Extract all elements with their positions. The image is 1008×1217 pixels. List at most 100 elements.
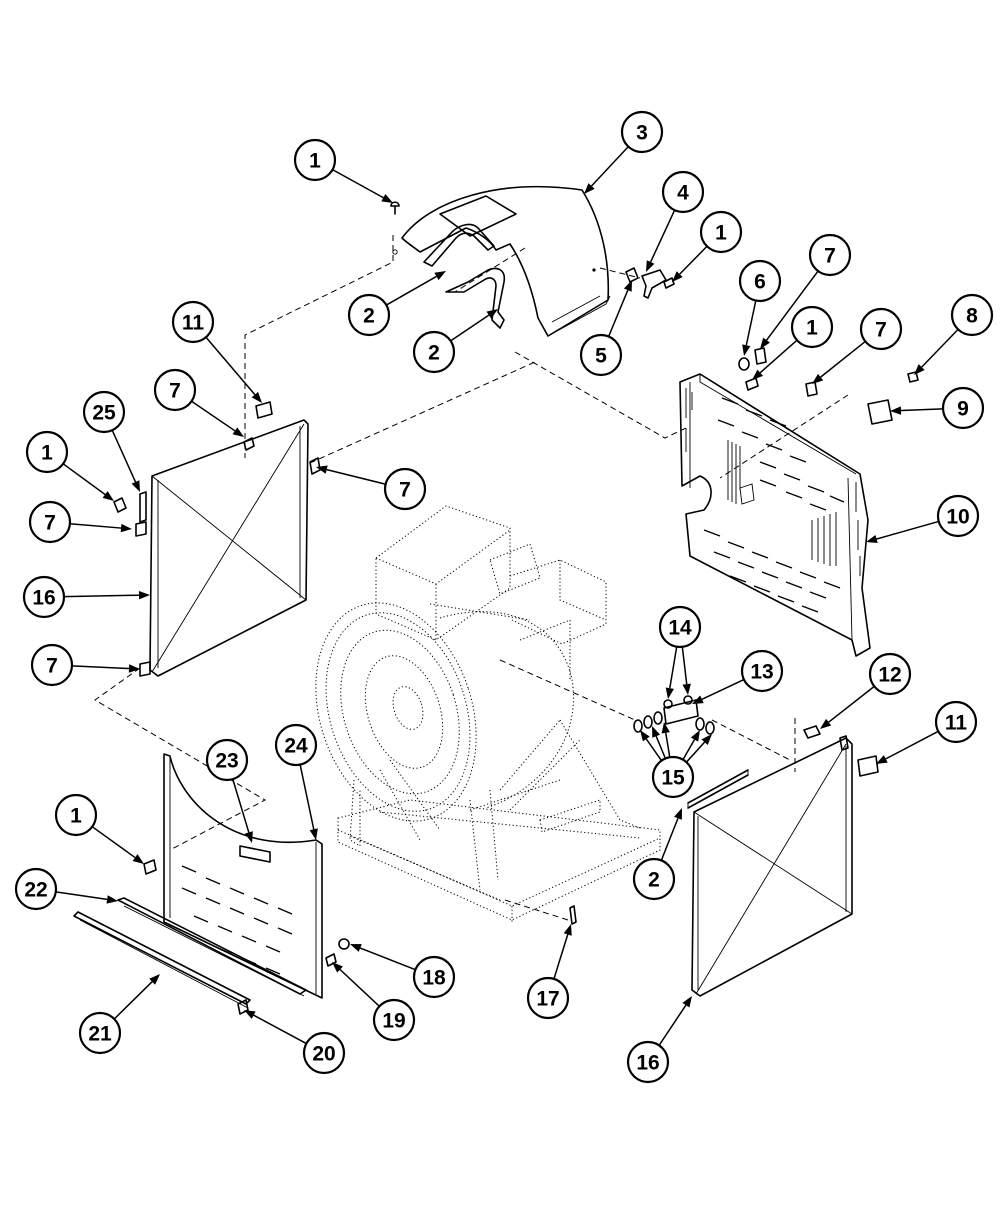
callout-1: 1 — [25, 430, 114, 501]
callout-circle — [22, 575, 66, 619]
top-hardware — [390, 201, 919, 425]
callout-circle — [738, 259, 782, 303]
callout-20: 20 — [244, 1010, 346, 1075]
part-trim-strips — [73, 897, 350, 1015]
callout-number: 23 — [215, 750, 238, 773]
part-right-side-panel — [691, 735, 853, 997]
callout-2: 2 — [632, 808, 682, 901]
callout-number: 19 — [382, 1010, 405, 1033]
callout-11: 11 — [171, 300, 262, 403]
callout-circle — [302, 1031, 346, 1075]
callout-leader-line — [607, 289, 629, 337]
callout-arrowhead — [701, 734, 712, 745]
callout-circle — [372, 998, 416, 1042]
part-left-side-panel — [113, 401, 321, 677]
callout-7: 7 — [812, 307, 903, 384]
callout-6: 6 — [738, 259, 782, 356]
callout-arrowhead — [812, 373, 824, 384]
callout-leader-line — [332, 168, 384, 199]
part-top-shroud — [401, 185, 611, 337]
callout-circle — [651, 755, 695, 799]
callout-arrowhead — [752, 369, 764, 380]
callout-leader-line — [55, 891, 108, 901]
callout-leader-line — [191, 400, 236, 432]
callout-arrowhead — [682, 996, 692, 1008]
callout-2: 2 — [347, 271, 446, 337]
callout-arrowhead — [332, 962, 343, 973]
callout-arrowhead — [138, 591, 150, 600]
callout-arrowhead — [350, 944, 362, 952]
callout-1: 1 — [752, 305, 834, 380]
callout-16: 16 — [626, 996, 692, 1084]
callout-leader-line — [63, 594, 140, 598]
callout-arrowhead — [131, 480, 140, 492]
callout-7: 7 — [316, 465, 427, 511]
callout-arrowhead — [652, 726, 661, 738]
callout-circle — [950, 293, 994, 337]
callout-leader-line — [745, 300, 757, 346]
callout-arrowhead — [251, 391, 262, 403]
callout-number: 14 — [668, 617, 692, 640]
callout-number: 2 — [428, 342, 440, 365]
callout-leader-line — [900, 408, 944, 412]
callout-leader-line — [645, 738, 663, 762]
callout-arrowhead — [820, 718, 832, 729]
callout-leader-line — [71, 665, 130, 670]
callout-1: 1 — [293, 138, 393, 203]
callout-circle — [54, 793, 98, 837]
callout-24: 24 — [274, 723, 318, 840]
callout-arrowhead — [690, 730, 700, 742]
callout-leader-line — [385, 275, 437, 306]
callout-leader-line — [669, 646, 678, 689]
callout-arrowhead — [563, 924, 572, 936]
callout-circle — [740, 649, 784, 693]
callout-leader-line — [876, 520, 939, 540]
callout-arrowhead — [623, 280, 632, 292]
callout-circle — [171, 300, 215, 344]
callout-leader-line — [765, 270, 819, 341]
callout-23: 23 — [205, 738, 253, 843]
callout-number: 8 — [966, 305, 978, 328]
callout-leader-line — [660, 817, 679, 861]
part-shroud-brackets — [423, 223, 749, 809]
callout-leader-line — [339, 968, 380, 1007]
callout-circle — [620, 110, 664, 154]
callout-arrowhead — [120, 523, 132, 533]
callout-arrowhead — [381, 194, 393, 203]
callout-circle — [82, 390, 126, 434]
callout-leader-line — [658, 1004, 687, 1046]
callout-number: 1 — [41, 442, 53, 465]
callout-leader-line — [111, 429, 137, 483]
callout-leader-line — [828, 685, 875, 723]
callout-1: 1 — [672, 210, 743, 282]
callout-25: 25 — [82, 390, 140, 492]
callout-18: 18 — [350, 944, 456, 999]
callout-circle — [30, 643, 74, 687]
callout-12: 12 — [820, 652, 912, 729]
callout-leader-line — [450, 314, 490, 342]
callout-leader-line — [665, 732, 671, 758]
callout-number: 1 — [715, 222, 727, 245]
callout-number: 5 — [595, 345, 607, 368]
callout-circle — [347, 293, 391, 337]
callout-circle — [868, 652, 912, 696]
callout-leader-line — [921, 328, 959, 368]
right-mount-hardware — [569, 695, 879, 925]
callout-number: 1 — [70, 805, 82, 828]
callout-circle — [526, 976, 570, 1020]
callout-19: 19 — [332, 962, 416, 1042]
callout-arrowhead — [128, 664, 140, 673]
callout-arrowhead — [914, 364, 925, 375]
callout-21: 21 — [78, 974, 160, 1055]
callout-leader-line — [655, 735, 667, 759]
callout-number: 12 — [878, 664, 901, 687]
callout-leader-line — [681, 646, 688, 685]
callout-arrowhead — [434, 271, 446, 281]
callout-leader-line — [326, 468, 386, 485]
part-right-rear-panel — [679, 373, 871, 657]
callout-number: 20 — [312, 1043, 335, 1066]
callout-arrowhead — [102, 491, 114, 501]
callout-arrowhead — [646, 260, 655, 272]
callout-circle — [25, 430, 69, 474]
